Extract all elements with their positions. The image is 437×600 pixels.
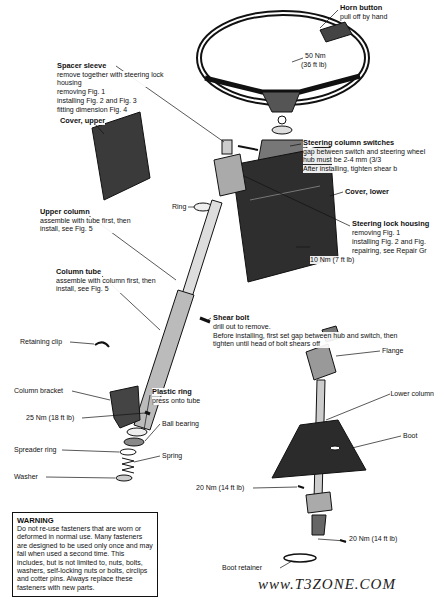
part-name: Boot: [403, 432, 417, 440]
column-tube: [134, 290, 194, 430]
column-bracket: [110, 386, 140, 428]
steering-wheel-rim: [199, 13, 367, 103]
watermark: www.T3ZONE.COM: [258, 576, 396, 593]
part-name: Shear bolt: [213, 314, 249, 322]
note: Before installing, first set gap between…: [213, 332, 403, 348]
part-name: Spring: [162, 452, 182, 460]
note: pull off by hand: [340, 13, 387, 21]
spacer-sleeve: [222, 140, 232, 154]
part-name: Flange: [382, 347, 403, 355]
spreader-ring: [120, 449, 136, 455]
note: remove together with steering lock housi…: [57, 71, 175, 87]
ball-bearing: [124, 438, 144, 446]
note: fitting dimension Fig. 4: [57, 106, 127, 114]
note: installing Fig. 2 and Fig.: [352, 238, 426, 246]
part-name: Washer: [14, 473, 38, 481]
part-name: Cover, lower: [345, 188, 389, 196]
boot-retainer: [284, 554, 316, 562]
flange: [306, 344, 336, 380]
wheel-spokes: [205, 76, 360, 92]
note: assemble with tube first, then install, …: [40, 217, 140, 233]
part-name: Spacer sleeve: [57, 62, 106, 70]
horn-button: [320, 22, 352, 42]
part-name: Lower column: [390, 390, 434, 398]
part-name: Horn button: [340, 4, 382, 12]
note: repairing, see Repair Gr: [352, 247, 427, 255]
retaining-clip: [95, 342, 109, 347]
torque-value: 10 Nm (7 ft lb): [310, 256, 354, 264]
torque-value: (36 ft lb): [301, 61, 327, 69]
note: removing Fig. 1: [352, 229, 400, 237]
note: gap between switch and steering wheel hu…: [303, 148, 433, 164]
note: installing Fig. 2 and Fig. 3: [57, 97, 137, 105]
torque-value: 25 Nm (18 ft lb): [26, 414, 74, 422]
note: drill out to remove.: [213, 323, 271, 331]
torque-value: 20 Nm (14 ft lb): [349, 535, 397, 543]
leader-lines: [46, 10, 401, 568]
warning-box: WARNINGDo not re-use fasteners that are …: [12, 512, 158, 597]
part-name: Ring: [172, 203, 186, 211]
part-name: Cover, upper: [60, 117, 105, 125]
boot: [272, 420, 366, 478]
part-name: Spreader ring: [14, 446, 56, 454]
wheel-hub: [262, 92, 300, 112]
steering-lock-housing: [214, 154, 246, 196]
part-name: Column tube: [56, 268, 101, 276]
part-name: Steering lock housing: [352, 220, 429, 228]
part-name: Column bracket: [14, 387, 63, 395]
part-name: Boot retainer: [222, 564, 262, 572]
note: press onto tube: [152, 397, 200, 405]
torque-value: 20 Nm (14 ft lb): [196, 484, 244, 492]
part-name: Upper column: [40, 208, 90, 216]
part-name: Retaining clip: [20, 338, 62, 346]
part-name: Plastic ring: [152, 388, 192, 396]
warning-heading: WARNING: [17, 516, 153, 525]
note: removing Fig. 1: [57, 88, 105, 96]
part-name: Ball bearing: [162, 420, 199, 428]
washer: [116, 475, 132, 481]
spring: [122, 458, 134, 473]
note: After installing, tighten shear b: [303, 165, 397, 173]
torque-value: 50 Nm: [305, 52, 326, 60]
part-name: Steering column switches: [303, 139, 394, 147]
note: assemble with column first, then install…: [56, 277, 161, 293]
shear-bolt: [200, 318, 210, 322]
warning-text: Do not re-use fasteners that are worn or…: [17, 525, 153, 592]
